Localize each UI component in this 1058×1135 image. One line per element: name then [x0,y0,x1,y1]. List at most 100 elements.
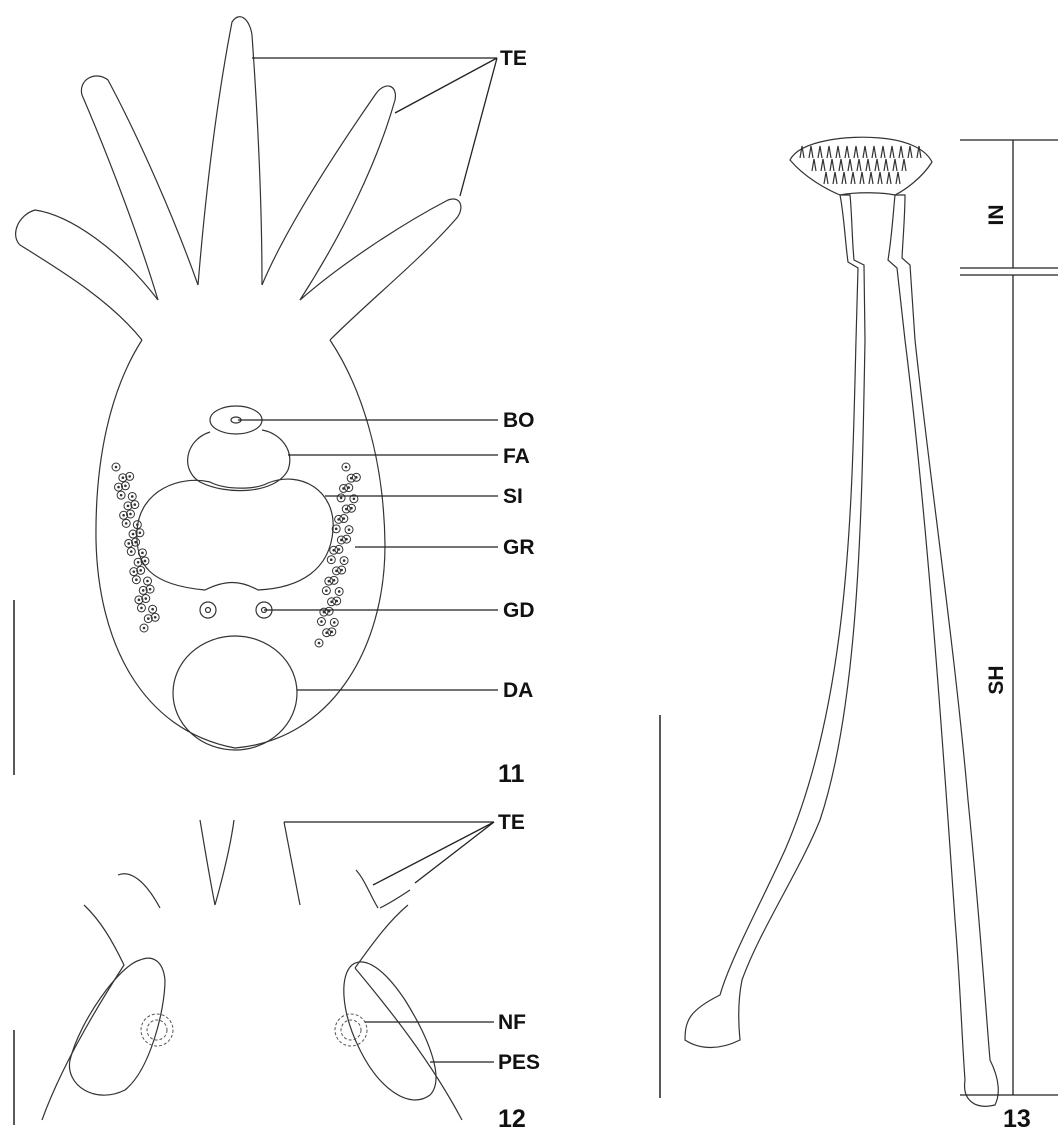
granule-core [331,631,334,634]
granule-core [127,505,130,508]
fig13-crown-spines [800,146,921,184]
crown-spine [893,159,897,171]
fig13-left-rod [685,195,865,1048]
fig11-label-si: SI [503,485,523,508]
crown-spine [857,159,861,171]
fig11-si-organ [137,479,333,590]
fig11-label-fa: FA [503,445,530,468]
figure-11: TE BO FA SI GR GD DA 11 [14,17,535,788]
fig12-pes-left [69,958,165,1095]
granule-core [343,559,346,562]
granule-core [350,507,353,510]
fig13-crown-outline [790,137,932,195]
granule-core [340,569,343,572]
crown-spine [833,172,837,184]
crown-spine [839,159,843,171]
crown-spine [860,172,864,184]
fig12-number: 12 [498,1105,526,1133]
granule-core [138,599,141,602]
fig11-leader-lines [238,58,498,690]
fig12-leader-lines [284,822,494,1062]
crown-spine [842,172,846,184]
crown-spine [878,172,882,184]
granule-core [135,578,138,581]
granule-core [140,607,143,610]
granule-core [133,503,136,506]
granule-core [355,476,358,479]
fig11-label-gd: GD [503,599,535,622]
granule-core [340,497,343,500]
granule-core [330,558,333,561]
fig12-label-pes: PES [498,1051,540,1074]
granule-core [154,616,157,619]
granule-core [127,542,130,545]
crown-spine [818,146,822,158]
crown-spine [896,172,900,184]
fig11-number: 11 [498,760,525,788]
fig13-label-in: IN [985,205,1008,226]
granule-core [122,476,125,479]
crown-spine [854,146,858,158]
fig13-dimension-lines [960,140,1058,1095]
crown-spine [836,146,840,158]
granule-core [115,466,118,469]
granule-core [136,523,139,526]
granule-core [333,621,336,624]
fig11-label-te: TE [500,47,527,70]
granule-core [144,560,147,563]
fig12-body-outline [42,905,462,1120]
crown-spine [899,146,903,158]
crown-spine [890,146,894,158]
granule-core [338,548,341,551]
fig11-gd-pair [200,602,272,618]
granule-core [335,528,338,531]
fig12-tentacles [118,820,410,908]
fig11-fa-organ [188,430,290,491]
crown-spine [827,146,831,158]
granule-core [147,617,150,620]
fig13-label-sh: SH [985,665,1008,694]
granule-core [120,494,123,497]
granule-core [128,475,131,478]
granule-core [345,538,348,541]
crown-spine [812,159,816,171]
granule-core [139,531,142,534]
granule-core [134,541,137,544]
granule-core [142,589,145,592]
granule-core [338,590,341,593]
crown-spine [902,159,906,171]
crown-spine [863,146,867,158]
granule-core [345,466,348,469]
granule-core [117,486,120,489]
granule-core [335,600,338,603]
figure-12: TE NF PES 12 [14,811,540,1133]
granule-core [141,552,144,555]
granule-core [131,495,134,498]
granule-core [125,522,128,525]
crown-spine [887,172,891,184]
crown-spine [851,172,855,184]
granule-core [129,513,132,516]
granule-core [139,569,142,572]
figure-13: IN SH 13 [660,137,1058,1133]
crown-spine [869,172,873,184]
fig13-right-rod [888,195,998,1106]
fig11-label-da: DA [503,679,533,702]
granule-core [149,588,152,591]
granule-core [353,497,356,500]
fig11-da-organ [173,636,297,750]
fig13-number: 13 [1003,1105,1031,1133]
crown-spine [821,159,825,171]
crown-spine [908,146,912,158]
granule-core [143,627,146,630]
granule-core [130,550,133,553]
granule-core [151,608,154,611]
fig11-tentacles [16,17,461,340]
granule-core [343,517,346,520]
granule-core [137,561,140,564]
granule-core [318,642,321,645]
crown-spine [848,159,852,171]
fig11-label-bo: BO [503,409,535,432]
granule-core [320,620,323,623]
